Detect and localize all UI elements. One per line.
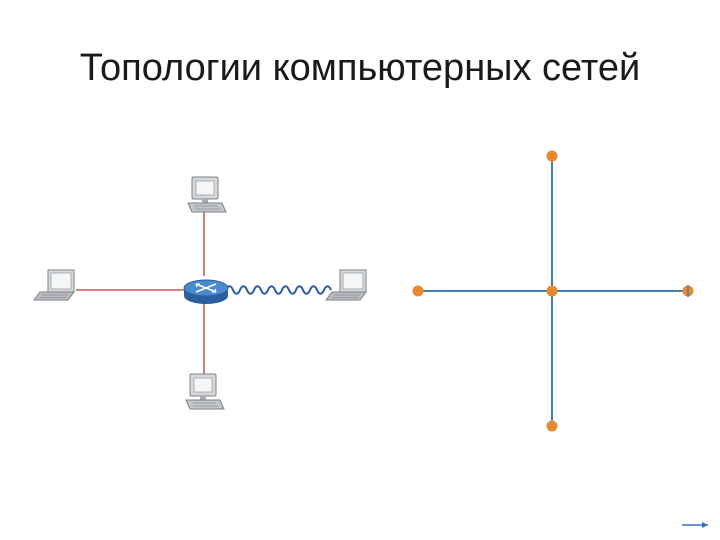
laptop-icon-right xyxy=(325,269,367,301)
node-center xyxy=(546,285,558,297)
next-slide-arrow-icon[interactable] xyxy=(682,522,708,528)
node-left xyxy=(412,285,424,297)
pc-icon-bottom xyxy=(185,373,225,410)
node-top xyxy=(546,150,558,162)
router-icon xyxy=(183,279,229,304)
cross-topology xyxy=(412,150,694,432)
star-topology xyxy=(33,176,367,410)
serial-link xyxy=(225,285,332,295)
node-bottom xyxy=(546,420,558,432)
slide-title: Топологии компьютерных сетей xyxy=(79,47,641,89)
pc-icon-top xyxy=(187,176,227,213)
laptop-icon-left xyxy=(33,269,75,301)
